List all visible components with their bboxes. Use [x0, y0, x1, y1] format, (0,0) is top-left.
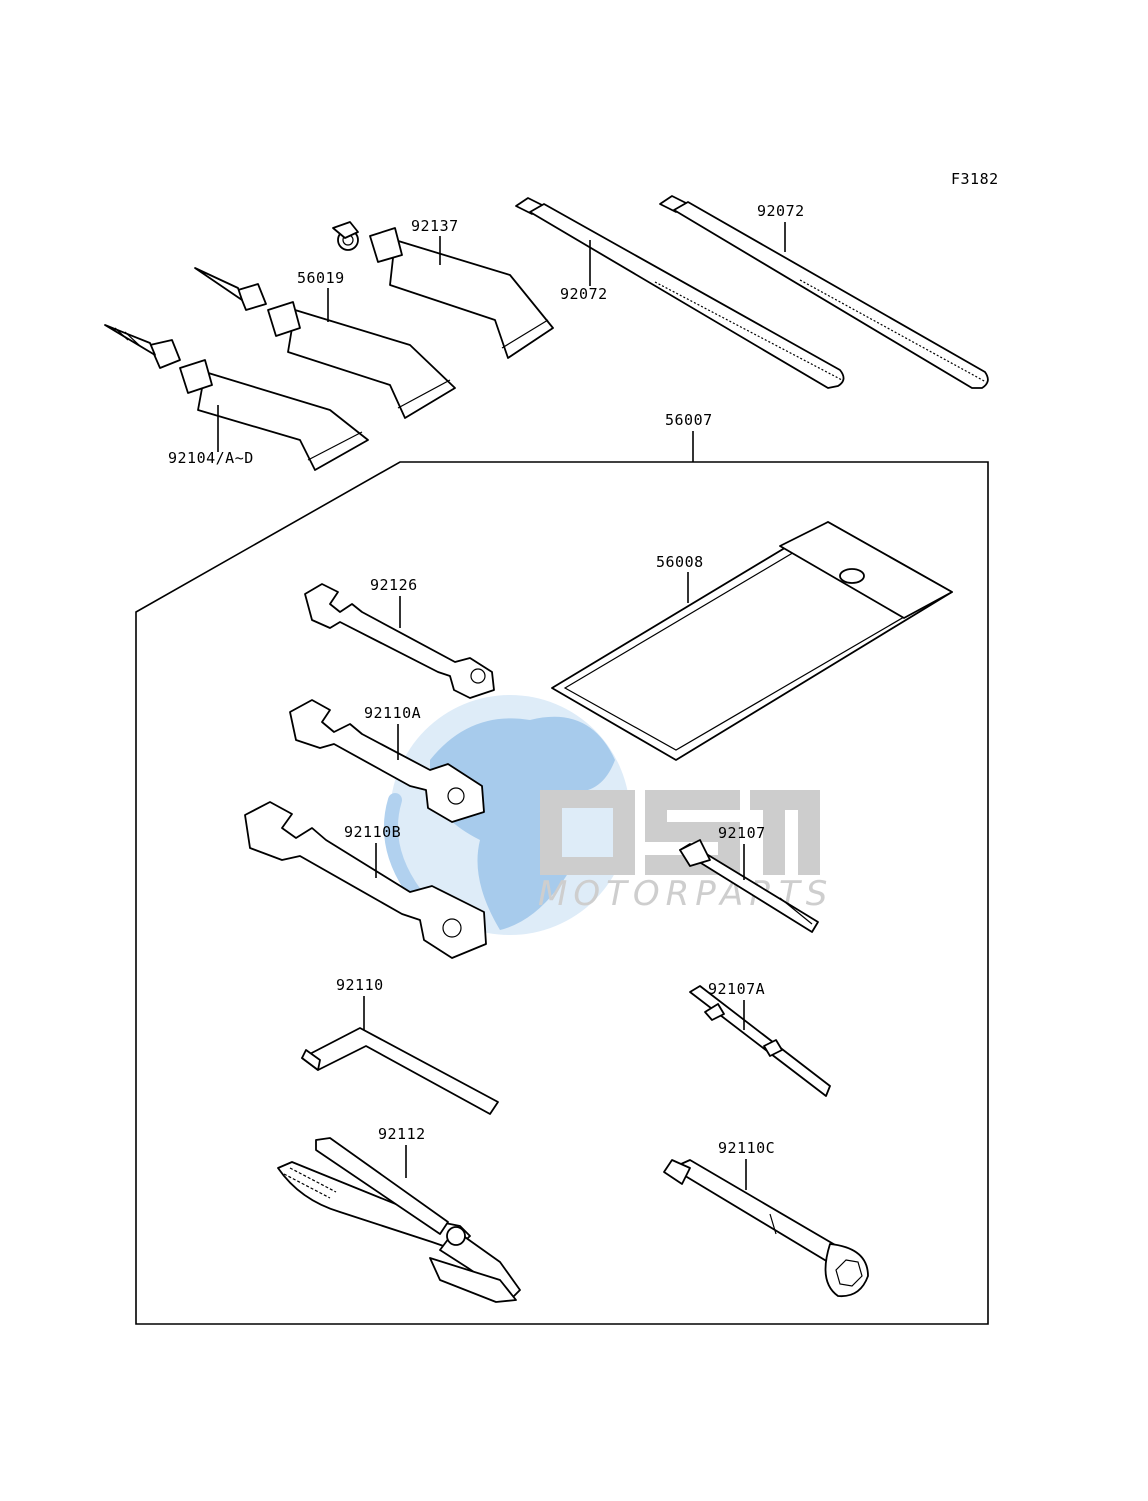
- wrench-92110B: [244, 801, 487, 959]
- tube-56019: [194, 267, 456, 419]
- figure-id: F3182: [951, 170, 999, 188]
- label-56019: 56019: [297, 269, 345, 287]
- label-92110A: 92110A: [364, 704, 421, 722]
- label-56007: 56007: [665, 411, 713, 429]
- label-92107: 92107: [718, 824, 766, 842]
- label-92107A: 92107A: [708, 980, 765, 998]
- cable-tie-right: [659, 195, 989, 389]
- label-92110C: 92110C: [718, 1139, 775, 1157]
- tube-92104: [104, 324, 369, 471]
- tool-bag-56008: [551, 521, 953, 761]
- tube-92137: [332, 221, 554, 359]
- wrench-92110A: [289, 699, 485, 823]
- label-92112: 92112: [378, 1125, 426, 1143]
- pliers-92112: [277, 1137, 521, 1303]
- osm-logo: [540, 790, 820, 875]
- label-92126: 92126: [370, 576, 418, 594]
- label-92110: 92110: [336, 976, 384, 994]
- hex-key-92110: [301, 1027, 499, 1115]
- wrench-92126: [304, 583, 495, 699]
- label-92137: 92137: [411, 217, 459, 235]
- label-92072-left: 92072: [560, 285, 608, 303]
- screwdriver-92107A: [689, 985, 831, 1097]
- plug-wrench-92110C: [663, 1159, 869, 1298]
- label-92072-right: 92072: [757, 202, 805, 220]
- cable-tie-left: [515, 197, 845, 389]
- screwdriver-92107: [679, 839, 819, 933]
- label-92104: 92104/A~D: [168, 449, 254, 467]
- label-56008: 56008: [656, 553, 704, 571]
- kit-box-outline: [135, 461, 989, 1325]
- label-92110B: 92110B: [344, 823, 401, 841]
